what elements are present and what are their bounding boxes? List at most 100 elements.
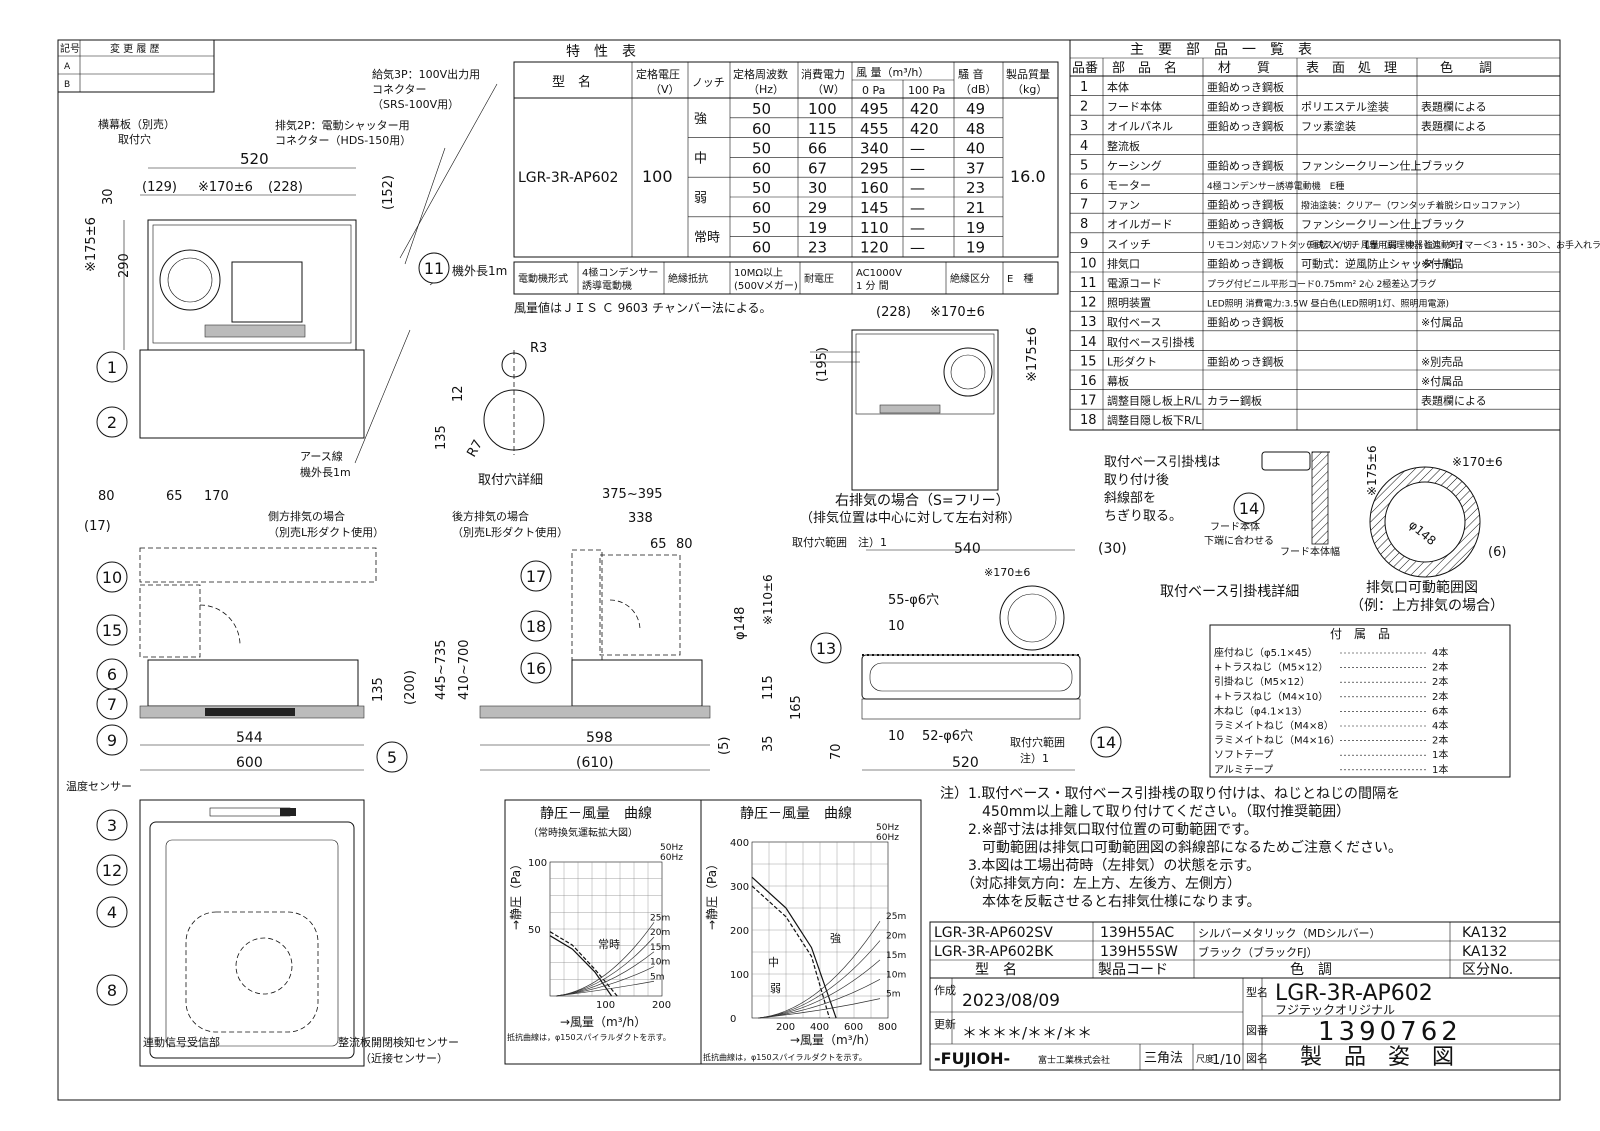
spec-power: 29 — [808, 199, 827, 217]
parts-cell: ブラック — [1421, 217, 1465, 231]
spec-hz: 50 — [752, 179, 771, 197]
duct-label: 10m — [650, 958, 670, 968]
parts-cell: 11 — [1080, 276, 1097, 291]
accessory-name: ラミメイトねじ（M4×8） — [1214, 720, 1334, 732]
variant-model: LGR-3R-AP602SV — [934, 925, 1053, 941]
parts-cell: ファンシークリーン仕上 — [1301, 159, 1421, 172]
balloon-16 — [520, 652, 552, 684]
dim-side-200: (200) — [403, 670, 418, 705]
parts-cell: 撥油塗装：クリアー（ワンタッチ着脱シロッコファン） — [1301, 200, 1525, 212]
parts-cell: （運転 入/切、風量（弱・中・強）、タイマー＜3・15・30＞、お手入れランプ、… — [1301, 239, 1600, 251]
dim-base-10b: 10 — [888, 729, 905, 744]
tb-updated-label: 更新 — [934, 1017, 956, 1031]
balloon-label-2: 2 — [107, 413, 117, 432]
revision-mark-b: B — [64, 80, 70, 90]
dim-rear-148: φ148 — [733, 607, 748, 640]
dim-rear-65: 65 — [650, 537, 667, 552]
accessories-title: 付 属 品 — [1330, 627, 1390, 641]
sheet-border — [57, 39, 1561, 1101]
hook-text-3: 斜線部を — [1104, 490, 1156, 506]
signal-receiver-label: 連動信号受信部 — [143, 1035, 220, 1049]
dim-side-544: 544 — [236, 730, 263, 746]
spec-header-hz: 定格周波数 — [733, 67, 788, 81]
chart-left-xlabel: →風量（m³/h） — [560, 1015, 646, 1029]
parts-cell: 亜鉛めっき鋼板 — [1207, 315, 1284, 329]
x-tick-label: 600 — [844, 1022, 863, 1033]
chart-left-footnote: 抵抗曲線は，φ150スパイラルダクトを示す。 — [507, 1032, 671, 1042]
callout-supply-3: （SRS-100V用） — [372, 98, 459, 111]
revision-history-header: 変 更 履 歴 — [110, 42, 160, 55]
parts-cell: カラー鋼板 — [1207, 394, 1262, 408]
accessory-qty: 2本 — [1432, 661, 1448, 674]
parts-cell: ケーシング — [1107, 158, 1162, 172]
tb-drawing-no-label: 図番 — [1246, 1024, 1268, 1037]
parts-cell: 17 — [1080, 394, 1097, 409]
spec-hz: 60 — [752, 239, 771, 257]
chart-right-inner-weak: 弱 — [770, 982, 781, 995]
chart-left-subtitle: （常時換気運転拡大図） — [528, 826, 638, 839]
spec-hz: 60 — [752, 199, 771, 217]
parts-cell: 6 — [1080, 178, 1088, 193]
spec-q0: 160 — [860, 179, 889, 197]
duct-curve — [757, 998, 881, 1019]
dim-side-17: (17) — [84, 519, 111, 534]
tb-header-division: 区分No. — [1462, 962, 1513, 978]
hook-detail: 取付ベース引掛桟は 取り付け後 斜線部を ちぎり取る。 フード本体 下端に合わせ… — [1104, 451, 1340, 558]
spec-power: 67 — [808, 159, 827, 177]
variant-code: 139H55AC — [1100, 925, 1174, 941]
parts-cell: 12 — [1080, 296, 1097, 311]
dim-top-290: 290 — [117, 253, 132, 278]
spec-db: 40 — [966, 140, 985, 158]
dim-top-520: 520 — [240, 150, 269, 168]
parts-cell: 幕板 — [1107, 374, 1129, 388]
variant-division-no: KA132 — [1462, 944, 1507, 960]
outlet-range-sub: （例：上方排気の場合） — [1350, 598, 1504, 614]
spec-hz: 60 — [752, 159, 771, 177]
parts-cell: ポリエステル塗装 — [1301, 100, 1389, 114]
spec-q100: — — [910, 199, 925, 217]
parts-cell: 15 — [1080, 354, 1097, 369]
dim-side-65: 65 — [166, 489, 183, 504]
tb-model: LGR-3R-AP602 — [1275, 981, 1433, 1006]
rear-exhaust-label-2: （別売L形ダクト使用） — [452, 525, 568, 539]
hook-text-1: 取付ベース引掛桟は — [1104, 455, 1220, 470]
dim-top-228: (228) — [268, 180, 303, 195]
spec-q0: 455 — [860, 120, 889, 138]
bottom-view: 連動信号受信部 整流板開閉検知センサー （近接センサー） — [139, 799, 459, 1067]
variant-color: シルバーメタリック（MDシルバー） — [1198, 927, 1381, 940]
dim-hole-12: 12 — [451, 385, 466, 402]
callout-exhaust-2: コネクター（HDS-150用） — [275, 134, 411, 147]
tb-company-jp: 富士工業株式会社 — [1038, 1054, 1110, 1066]
spec-header-voltage-unit: （V） — [650, 83, 680, 96]
tb-drawing-name: 製 品 姿 図 — [1300, 1045, 1454, 1070]
chart-right-xlabel: →風量（m³/h） — [790, 1033, 876, 1047]
revision-box: 記号 変 更 履 歴 A B — [57, 39, 215, 93]
balloon-2 — [96, 406, 128, 438]
right-exhaust-title: 右排気の場合（S=フリー） — [835, 493, 1010, 509]
series-line-60Hz — [751, 885, 830, 1019]
accessory-qty: 2本 — [1432, 675, 1448, 688]
tb-header-color: 色 調 — [1290, 961, 1332, 978]
rear-exhaust-view: 後方排気の場合 （別売L形ダクト使用） 375~395 338 65 80 44… — [434, 487, 776, 771]
spec-header-voltage: 定格電圧 — [636, 67, 680, 81]
duct-label: 15m — [650, 943, 670, 953]
temp-sensor-label: 温度センサー — [66, 779, 132, 793]
accessory-name: +トラスねじ（M5×12） — [1214, 662, 1328, 674]
note-line: （対応排気方向：左上方、左後方、左側方） — [940, 876, 1241, 892]
spec-sub-100pa: 100 Pa — [908, 84, 945, 97]
dim-right-195: (195) — [815, 347, 830, 382]
spec-db: 48 — [966, 120, 985, 138]
balloon-3 — [96, 809, 128, 841]
dim-rear-445: 445~735 — [434, 639, 449, 700]
tb-scale: 1/10 — [1212, 1053, 1241, 1068]
parts-cell: ※付属品 — [1421, 316, 1463, 329]
spec-header-weight: 製品質量 — [1006, 67, 1050, 81]
chart-left-legend-50: 50Hz — [660, 843, 683, 853]
dim-outlet-175: ※175±6 — [1365, 445, 1379, 496]
right-exhaust-view: (228) ※170±6 (195) ※175±6 右排気の場合（S=フリー） … — [800, 305, 1040, 526]
motor-cell: 4極コンデンサー — [582, 266, 658, 279]
dim-base-10: 10 — [888, 619, 905, 634]
spec-header-airflow: 風 量（m³/h） — [856, 66, 929, 79]
accessory-name: ラミメイトねじ（M4×16） — [1214, 735, 1340, 747]
